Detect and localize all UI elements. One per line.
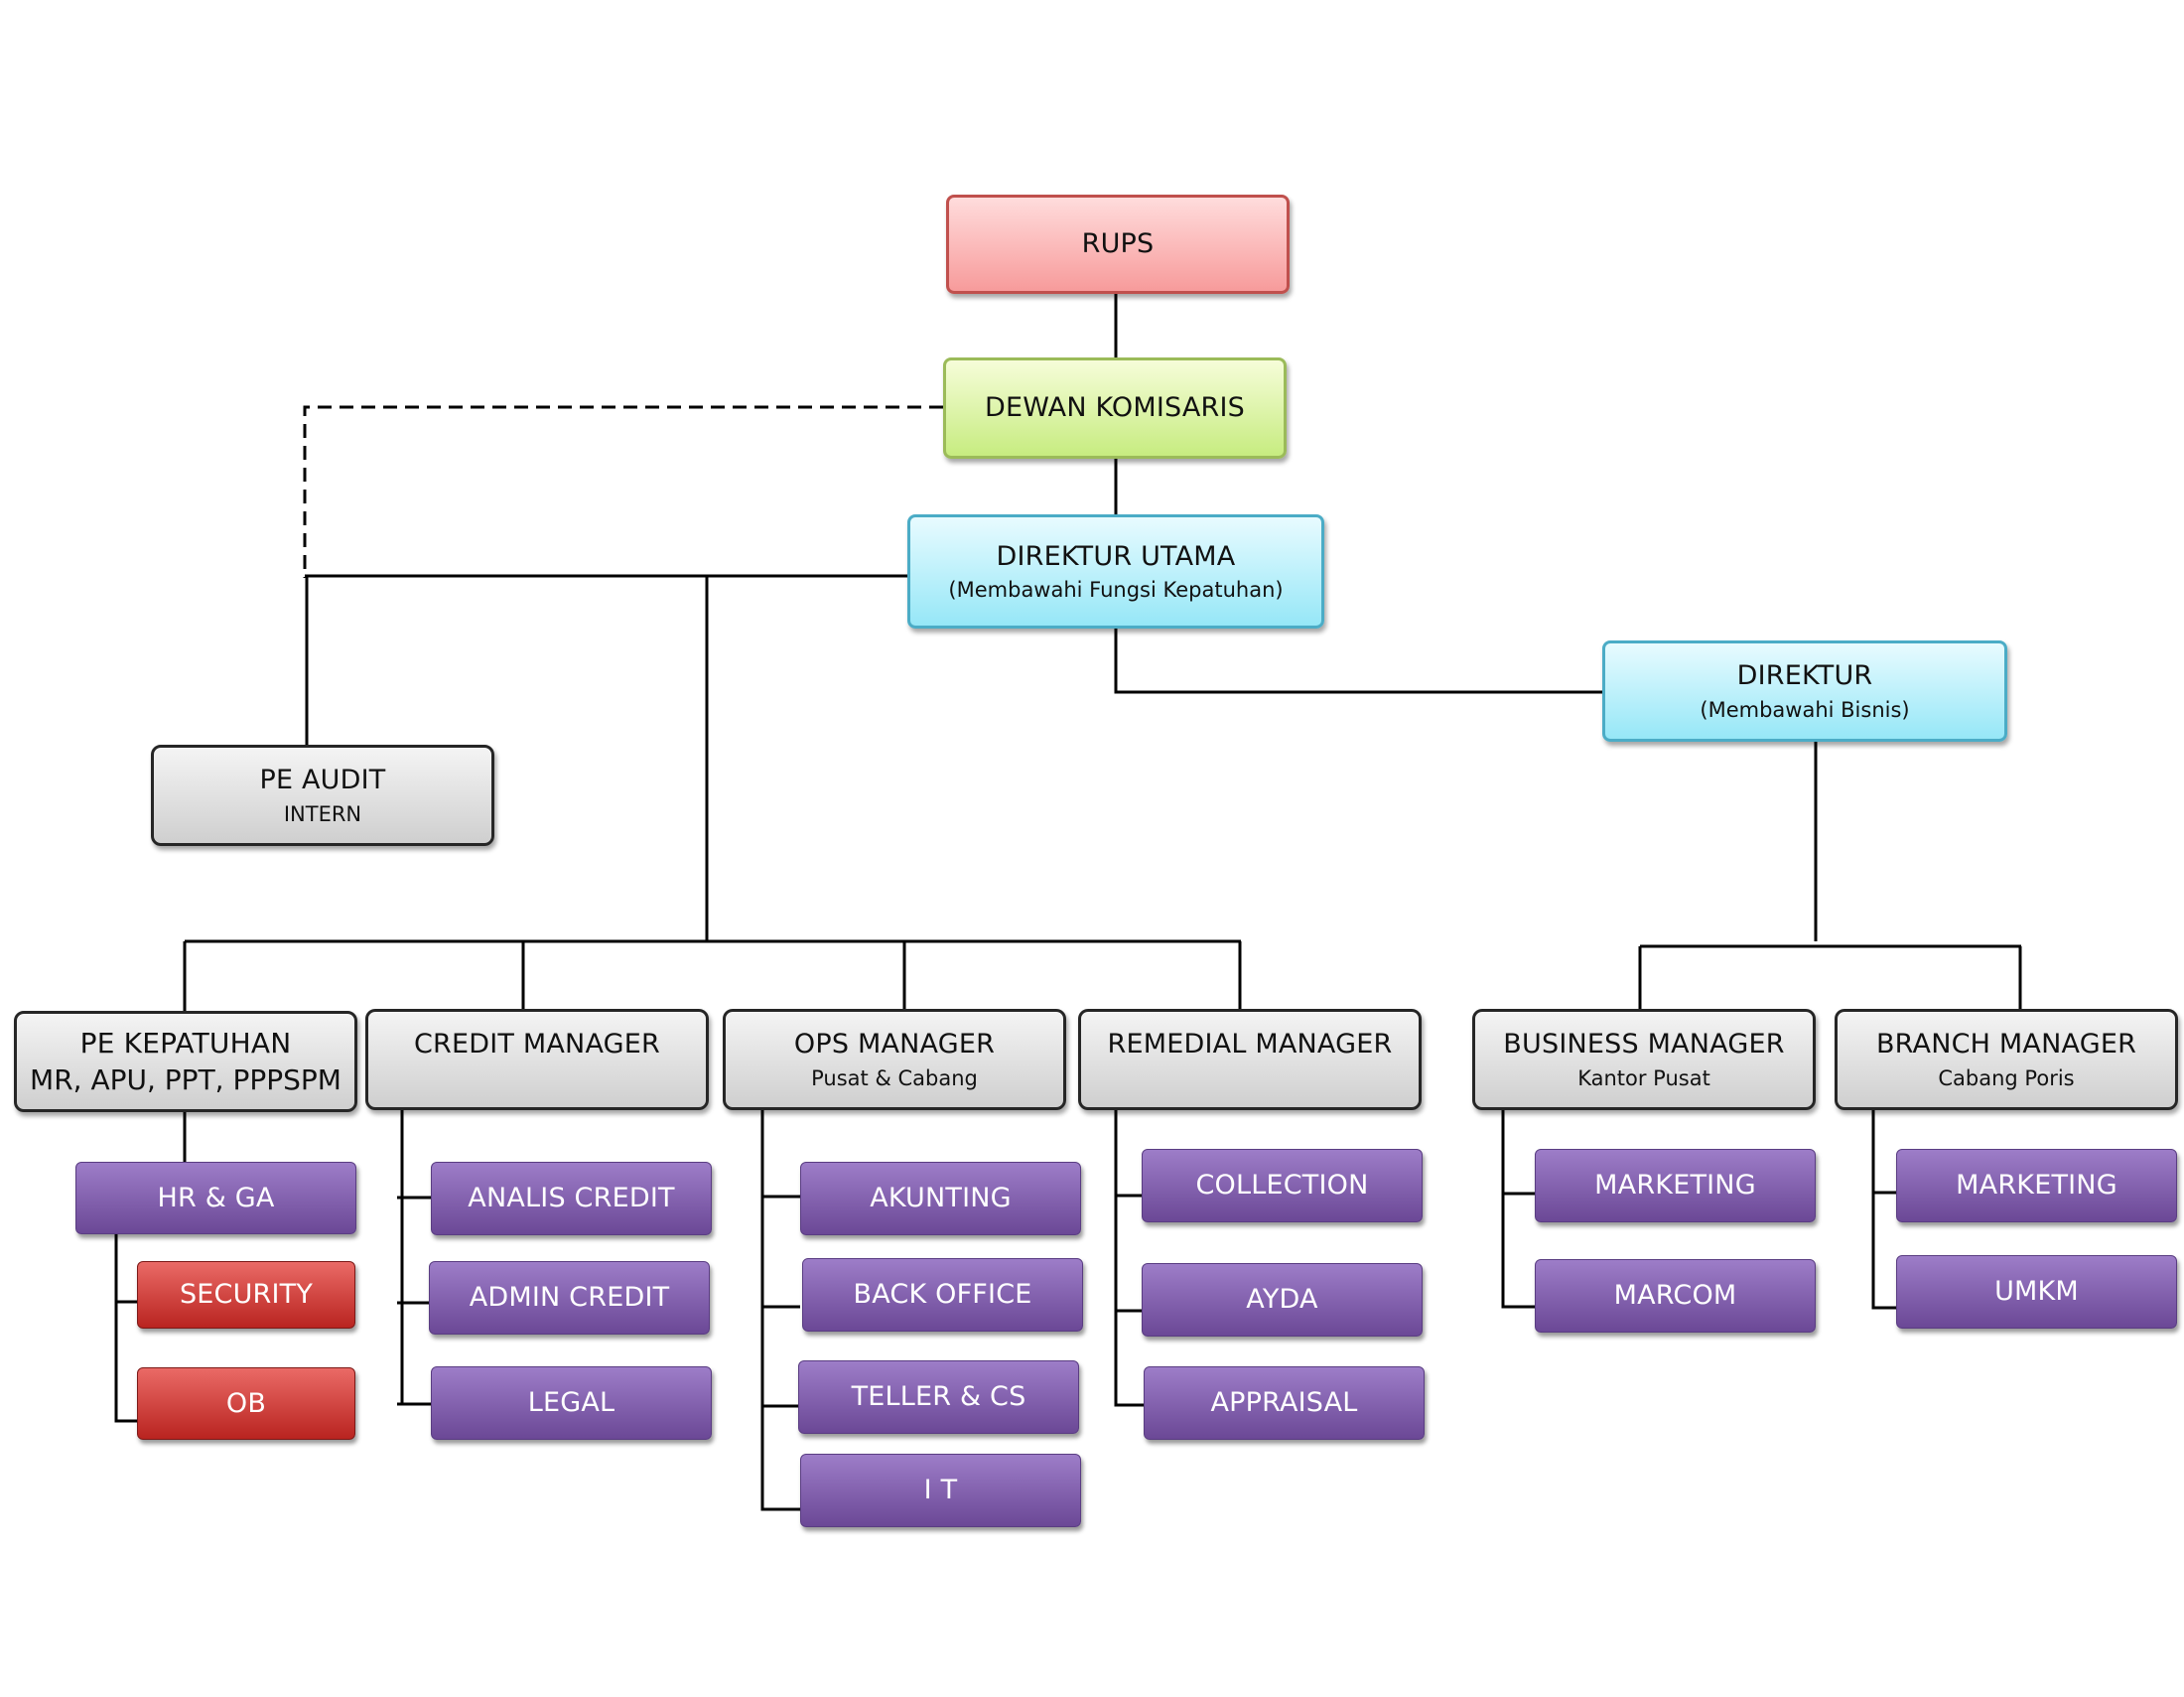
node-remedial-manager[interactable]: REMEDIAL MANAGER (1078, 1009, 1422, 1110)
node-title: BACK OFFICE (853, 1279, 1032, 1311)
connector-business-trunk (1501, 1110, 1536, 1309)
node-subtitle: (Membawahi Bisnis) (1700, 697, 1910, 722)
node-title: UMKM (1994, 1276, 2079, 1308)
node-title: MARKETING (1956, 1170, 2117, 1202)
node-title: HR & GA (157, 1182, 275, 1213)
node-title: TELLER & CS (851, 1381, 1026, 1413)
node-title: MARKETING (1594, 1170, 1756, 1202)
node-umkm[interactable]: UMKM (1896, 1255, 2177, 1329)
node-title: OB (225, 1387, 267, 1419)
node-pe-kepatuhan[interactable]: PE KEPATUHAN MR, APU, PPT, PPPSPM (14, 1011, 357, 1112)
node-marketing-pusat[interactable]: MARKETING (1535, 1149, 1816, 1222)
node-title: AYDA (1246, 1284, 1318, 1316)
node-title: SECURITY (179, 1279, 314, 1311)
node-subtitle: Kantor Pusat (1577, 1065, 1710, 1090)
node-ayda[interactable]: AYDA (1142, 1263, 1423, 1337)
node-title: LEGAL (527, 1387, 615, 1419)
node-credit-manager[interactable]: CREDIT MANAGER (365, 1009, 709, 1110)
connector-remedial-trunk (1114, 1110, 1144, 1407)
node-title: DIREKTUR UTAMA (996, 540, 1236, 572)
node-marcom[interactable]: MARCOM (1535, 1259, 1816, 1333)
node-akunting[interactable]: AKUNTING (800, 1162, 1081, 1235)
node-hr-ga[interactable]: HR & GA (75, 1162, 356, 1234)
node-subtitle: MR, APU, PPT, PPPSPM (30, 1063, 341, 1096)
node-title: PE AUDIT (259, 765, 386, 795)
node-branch-manager[interactable]: BRANCH MANAGER Cabang Poris (1835, 1009, 2178, 1110)
node-security[interactable]: SECURITY (137, 1261, 355, 1329)
node-title: BRANCH MANAGER (1875, 1029, 2137, 1060)
node-back-office[interactable]: BACK OFFICE (802, 1258, 1083, 1332)
node-title: DEWAN KOMISARIS (984, 392, 1246, 424)
node-title: CREDIT MANAGER (413, 1029, 660, 1060)
node-ops-manager[interactable]: OPS MANAGER Pusat & Cabang (723, 1009, 1066, 1110)
node-subtitle: Pusat & Cabang (811, 1065, 978, 1090)
node-ob[interactable]: OB (137, 1367, 355, 1440)
node-title: APPRAISAL (1210, 1387, 1358, 1419)
node-title: ANALIS CREDIT (468, 1183, 675, 1214)
node-title: PE KEPATUHAN (79, 1027, 292, 1060)
node-teller-cs[interactable]: TELLER & CS (798, 1360, 1079, 1434)
node-it[interactable]: I T (800, 1454, 1081, 1527)
node-pe-audit[interactable]: PE AUDIT INTERN (151, 745, 494, 846)
node-title: AKUNTING (870, 1183, 1012, 1214)
node-subtitle: (Membawahi Fungsi Kepatuhan) (948, 578, 1284, 603)
node-appraisal[interactable]: APPRAISAL (1144, 1366, 1425, 1440)
node-title: RUPS (1081, 228, 1155, 260)
node-title: ADMIN CREDIT (469, 1282, 670, 1314)
node-title: COLLECTION (1195, 1170, 1369, 1202)
connector-branch-trunk (1871, 1110, 1898, 1310)
node-rups[interactable]: RUPS (946, 195, 1290, 294)
node-analis-credit[interactable]: ANALIS CREDIT (431, 1162, 712, 1235)
node-dewan-komisaris[interactable]: DEWAN KOMISARIS (943, 357, 1287, 459)
node-subtitle: INTERN (283, 801, 362, 826)
node-title: MARCOM (1613, 1280, 1737, 1312)
node-business-manager[interactable]: BUSINESS MANAGER Kantor Pusat (1472, 1009, 1816, 1110)
node-title: BUSINESS MANAGER (1503, 1029, 1785, 1060)
node-title: REMEDIAL MANAGER (1107, 1029, 1393, 1060)
node-direktur[interactable]: DIREKTUR (Membawahi Bisnis) (1602, 640, 2007, 742)
node-collection[interactable]: COLLECTION (1142, 1149, 1423, 1222)
node-marketing-poris[interactable]: MARKETING (1896, 1149, 2177, 1222)
node-subtitle: Cabang Poris (1938, 1065, 2075, 1090)
node-direktur-utama[interactable]: DIREKTUR UTAMA (Membawahi Fungsi Kepatuh… (907, 514, 1324, 629)
node-title: DIREKTUR (1736, 660, 1873, 691)
connector-ops-trunk (760, 1110, 800, 1511)
node-title: OPS MANAGER (793, 1029, 996, 1060)
node-title: I T (923, 1475, 958, 1506)
node-legal[interactable]: LEGAL (431, 1366, 712, 1440)
node-admin-credit[interactable]: ADMIN CREDIT (429, 1261, 710, 1335)
connector-dewan-pe-audit-dashed (303, 405, 943, 578)
connector-direktur-utama-direktur (1114, 629, 1604, 694)
